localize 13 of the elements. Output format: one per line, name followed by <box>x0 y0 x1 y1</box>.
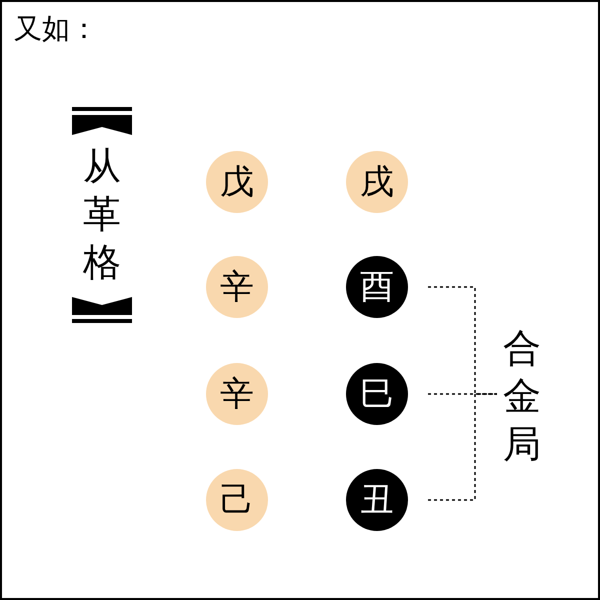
bracket-line <box>428 393 497 395</box>
bracket-line <box>428 393 497 501</box>
combination-label: 合金局 <box>497 324 547 464</box>
heading: 又如： <box>14 11 98 47</box>
pillar-circle: 辛 <box>206 256 268 318</box>
pillar-circle: 丑 <box>346 469 408 531</box>
pillar-circle: 辛 <box>206 363 268 425</box>
pattern-name: 从革格 <box>77 142 127 282</box>
pillar-circle: 己 <box>206 469 268 531</box>
pillar-circle: 酉 <box>346 256 408 318</box>
pillar-circle: 巳 <box>346 363 408 425</box>
pillar-circle: 戊 <box>206 151 268 213</box>
pillar-circle: 戌 <box>346 151 408 213</box>
